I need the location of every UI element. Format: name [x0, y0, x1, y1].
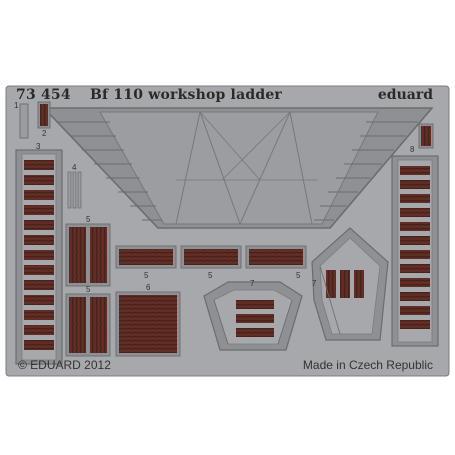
part-number-4: 4	[72, 163, 77, 172]
part-2b-wood-plank	[418, 123, 434, 149]
ladder-8-rungs	[400, 166, 430, 329]
part-5-pair-lower	[65, 293, 111, 357]
part-4-strips	[67, 171, 82, 209]
part-number-8: 8	[410, 145, 415, 154]
part-7-step-upper	[311, 227, 389, 341]
ladder-3-rungs	[24, 160, 54, 350]
product-title: Bf 110 workshop ladder	[90, 87, 283, 103]
part-number-7b: 7	[312, 279, 317, 288]
ladder-platform-panel	[42, 107, 434, 229]
part-number-5a: 5	[86, 215, 91, 224]
part-2-wood-plank	[37, 101, 51, 129]
part-number-5c: 5	[144, 271, 149, 280]
part-3-ladder	[15, 149, 63, 365]
brand-logo: eduard	[377, 87, 433, 103]
part-number-5d: 5	[208, 271, 213, 280]
origin-text: Made in Czech Republic	[302, 358, 433, 372]
part-number-7a: 7	[250, 279, 255, 288]
part-number-5b: 5	[86, 285, 91, 294]
part-5-pair-upper	[65, 223, 111, 287]
part-7-step-lower	[203, 281, 303, 351]
part-8-ladder	[391, 155, 439, 347]
part-number-3: 3	[36, 142, 41, 151]
part-number-6: 6	[146, 283, 151, 292]
part-6-wood-block	[115, 291, 181, 357]
part-number-5e: 5	[296, 271, 301, 280]
product-code: 73 454	[16, 87, 71, 103]
part-5-horizontal-planks	[115, 245, 307, 269]
part-number-1: 1	[14, 101, 19, 110]
part-1-strip	[19, 103, 29, 139]
part-number-2: 2	[42, 129, 47, 138]
copyright-text: © EDUARD 2012	[18, 358, 111, 372]
